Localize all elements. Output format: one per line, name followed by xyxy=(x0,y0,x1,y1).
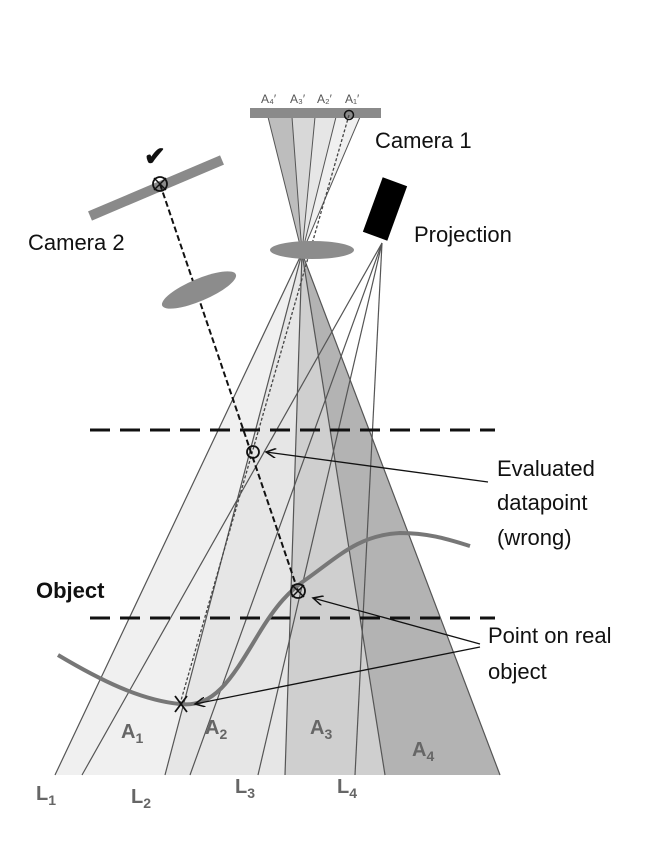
line-label-l2: L2 xyxy=(131,786,151,811)
camera1-ray-1 xyxy=(54,252,303,776)
camera1-a1-marker xyxy=(343,109,355,121)
region-a3-fill xyxy=(285,253,385,775)
evaluated-datapoint-marker xyxy=(246,445,260,459)
camera2-lens xyxy=(161,271,237,309)
camera1-sensor xyxy=(250,108,381,118)
camera2-sensor-marker xyxy=(152,176,168,192)
camera1-ray-3 xyxy=(284,252,303,776)
camera1-lens xyxy=(270,241,354,259)
camera1-ray-5 xyxy=(301,252,501,776)
object-label: Object xyxy=(36,578,105,603)
real-point-arrow-1 xyxy=(313,598,481,645)
projection-label: Projection xyxy=(414,222,512,247)
checkmark-icon: ✔ xyxy=(144,141,166,171)
camera1-cone-edge-2 xyxy=(291,116,303,254)
camera1-cone-edge-3 xyxy=(301,116,316,254)
projection-ray-l1 xyxy=(81,242,383,776)
camera2-label: Camera 2 xyxy=(28,230,125,255)
real-point-x-b xyxy=(291,584,305,598)
evaluated-label-line1: Evaluated xyxy=(497,456,595,481)
evaluated-arrow xyxy=(266,452,489,483)
surface-cross-b xyxy=(174,695,188,713)
evaluated-label-line2: datapoint xyxy=(497,490,588,515)
camera1-ray-2 xyxy=(164,252,303,776)
real-point-marker xyxy=(290,583,306,599)
point-label-line1: Point on real xyxy=(488,623,612,648)
camera1-cone-edge-right xyxy=(301,116,361,254)
projection-ray-l4 xyxy=(354,242,383,776)
camera1-cone-b xyxy=(292,117,315,253)
region-label-a3: A3 xyxy=(310,717,332,742)
object-surface-curve xyxy=(56,530,471,707)
evaluated-label-line3: (wrong) xyxy=(497,525,572,550)
line-label-l3: L3 xyxy=(235,776,255,801)
sensor-label-a1: A₁′ xyxy=(345,92,360,106)
line-label-l4: L4 xyxy=(337,776,357,801)
sensor-label-a2: A₂′ xyxy=(317,92,333,106)
sensor-label-a3: A₃′ xyxy=(290,92,306,106)
projector-box xyxy=(362,177,408,241)
region-label-a1: A1 xyxy=(121,721,143,746)
real-point-arrow-2 xyxy=(195,646,481,704)
projection-ray-l3 xyxy=(257,242,383,776)
line-label-l1: L1 xyxy=(36,783,56,808)
camera1-cone-edge-left xyxy=(267,116,303,254)
point-label-line2: object xyxy=(488,659,547,684)
camera1-cone-edge-4 xyxy=(301,116,337,254)
camera1-dashed-ray xyxy=(179,114,350,705)
region-label-a4: A4 xyxy=(412,739,434,764)
sensor-label-a4: A₄′ xyxy=(261,92,277,106)
camera1-ray-4 xyxy=(301,252,386,776)
camera2-sensor-x-b xyxy=(153,177,167,191)
region-label-a2: A2 xyxy=(205,717,227,742)
camera1-label: Camera 1 xyxy=(375,128,472,153)
